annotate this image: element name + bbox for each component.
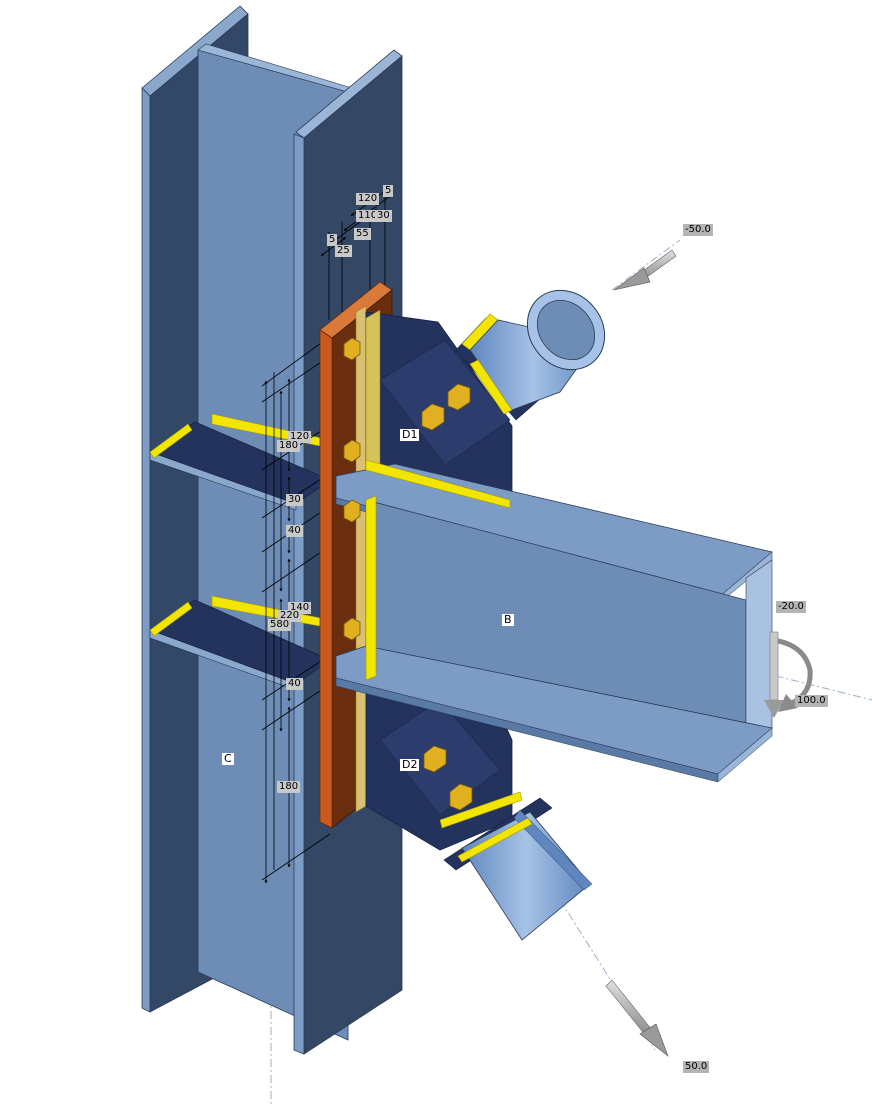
bolts	[343, 337, 473, 811]
dim-label: 580	[268, 619, 292, 631]
bolt-icon	[421, 403, 445, 431]
bolt-icon	[447, 383, 471, 411]
dim-label: 40	[286, 678, 303, 690]
load-label-d2: 50.0	[683, 1061, 710, 1073]
column-front-flange-face	[293, 133, 305, 1055]
bolt-icon	[343, 617, 361, 641]
load-label-beam-moment: 100.0	[795, 695, 828, 707]
dim-label: 120	[356, 193, 380, 205]
bolt-icon	[343, 337, 361, 361]
bolt-icon	[343, 499, 361, 523]
dim-label: 110	[356, 210, 380, 222]
bolt-icon	[343, 439, 361, 463]
dim-label: 25	[335, 245, 352, 257]
dim-label: 180	[277, 781, 301, 793]
dim-label: 55	[354, 228, 371, 240]
load-label-d1: -50.0	[683, 224, 713, 236]
dim-label: 5	[383, 185, 394, 197]
member-label-c: C	[222, 752, 234, 765]
bolt-icon	[449, 783, 473, 811]
dim-label: 180	[277, 440, 301, 452]
member-label-b: B	[502, 613, 514, 626]
dim-label: 40	[286, 525, 303, 537]
diagonal-d1	[455, 289, 606, 421]
beam-b	[335, 459, 773, 829]
member-label-d1: D1	[400, 428, 420, 441]
dim-label: 30	[375, 210, 392, 222]
load-arrow-d2	[605, 979, 669, 1057]
load-label-beam-force: -20.0	[776, 601, 806, 613]
bolt-icon	[423, 745, 447, 773]
load-arrow-d1	[613, 249, 677, 291]
diagonal-d2	[443, 797, 593, 941]
column-back-flange-edge	[141, 87, 151, 1013]
dim-label: 30	[286, 494, 303, 506]
member-label-d2: D2	[400, 758, 420, 771]
dim-label: 5	[327, 234, 338, 246]
